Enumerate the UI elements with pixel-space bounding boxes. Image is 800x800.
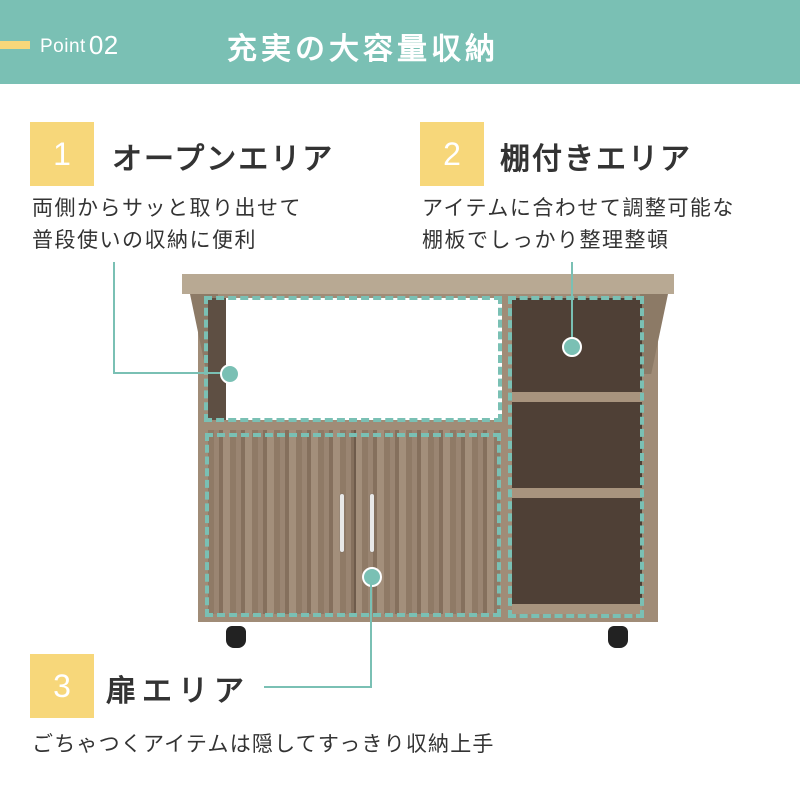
- door-area-outline: [205, 433, 501, 617]
- shelf-board-2: [512, 488, 642, 498]
- connector-1-vertical: [113, 262, 115, 374]
- connector-3-dot: [362, 567, 382, 587]
- shelf-board-bottom: [512, 604, 642, 614]
- door-handle-right: [370, 494, 374, 552]
- section-1-desc-line2: 普段使いの収納に便利: [32, 228, 257, 252]
- shelf-board-1: [512, 392, 642, 402]
- header-accent-bar: [0, 41, 30, 49]
- section-2-desc-line2: 棚板でしっかり整理整頓: [422, 228, 670, 252]
- open-area-cutout: [208, 298, 502, 420]
- open-area-side-panel: [208, 298, 226, 420]
- shelf-area-outline: [508, 296, 644, 618]
- section-1-badge: 1: [30, 122, 94, 186]
- door-handle-left: [340, 494, 344, 552]
- connector-2-vertical: [571, 262, 573, 346]
- section-3-desc: ごちゃつくアイテムは隠してすっきり収納上手: [32, 732, 495, 756]
- caster-left-icon: [226, 626, 246, 648]
- section-1-desc-line1: 両側からサッと取り出せて: [32, 196, 302, 220]
- connector-1-horizontal: [113, 372, 229, 374]
- section-2-desc-line1: アイテムに合わせて調整可能な: [422, 196, 735, 220]
- section-3-badge: 3: [30, 654, 94, 718]
- point-number: 02: [88, 30, 119, 60]
- caster-right-icon: [608, 626, 628, 648]
- door-split: [354, 430, 356, 614]
- section-3-title: 扉エリア: [106, 674, 250, 709]
- connector-3-horizontal: [264, 686, 372, 688]
- section-2-title: 棚付きエリア: [500, 142, 692, 177]
- section-2-badge: 2: [420, 122, 484, 186]
- connector-2-dot: [562, 337, 582, 357]
- connector-1-dot: [220, 364, 240, 384]
- section-1-title: オープンエリア: [112, 142, 335, 177]
- page-title: 充実の大容量収納: [227, 32, 499, 67]
- cabinet-top: [182, 274, 674, 294]
- open-area-outline: [204, 296, 502, 422]
- connector-3-vertical: [370, 578, 372, 688]
- point-text: Point: [40, 36, 86, 57]
